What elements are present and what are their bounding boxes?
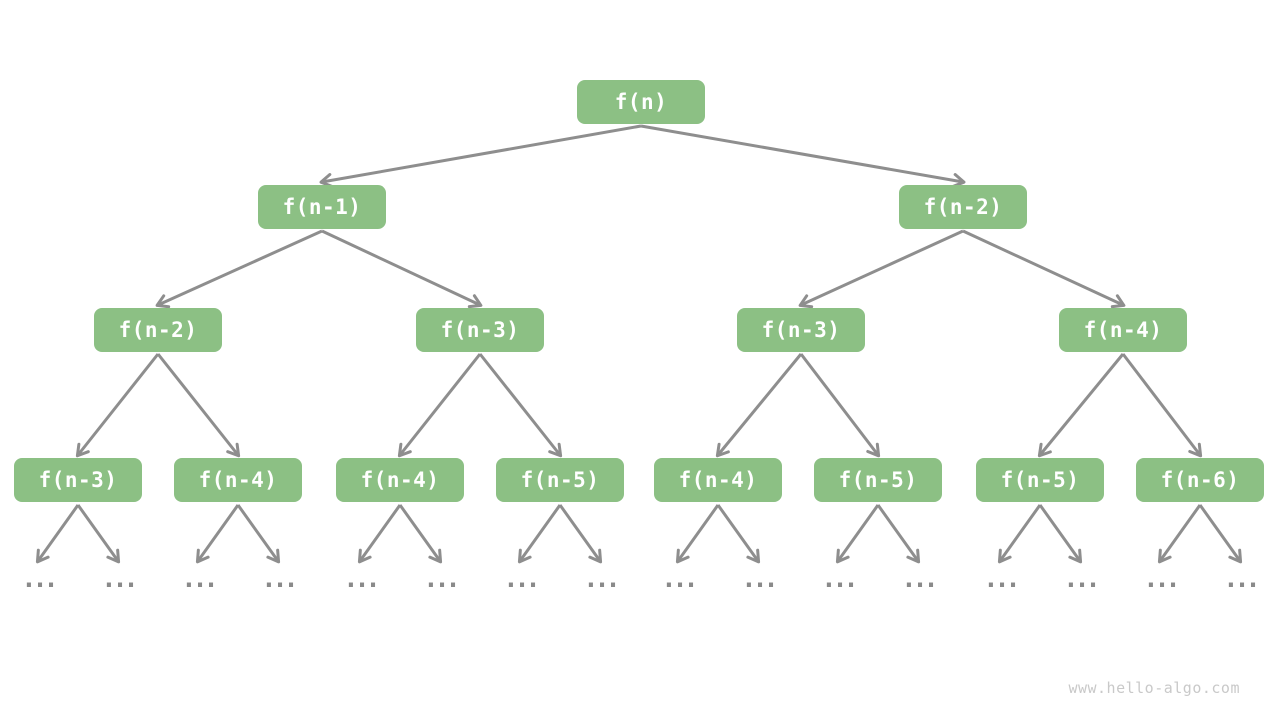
- tree-node-n4: f(n-3): [416, 308, 544, 352]
- tree-node-n5: f(n-3): [737, 308, 865, 352]
- tree-edge: [397, 353, 482, 458]
- tree-edge: [155, 229, 323, 309]
- tree-edge: [798, 229, 964, 309]
- tree-node-n3: f(n-2): [94, 308, 222, 352]
- tree-node-n2: f(n-2): [899, 185, 1027, 229]
- recursion-continues-ellipsis: ...: [1063, 564, 1100, 593]
- ellipsis-arrow: [1157, 504, 1202, 564]
- ellipsis-arrow: [558, 504, 603, 564]
- ellipsis-arrow: [1038, 504, 1083, 564]
- tree-node-n8: f(n-4): [174, 458, 302, 502]
- recursion-continues-ellipsis: ...: [901, 564, 938, 593]
- ellipsis-arrow: [35, 504, 80, 564]
- recursion-continues-ellipsis: ...: [503, 564, 540, 593]
- tree-edge: [715, 353, 803, 458]
- tree-node-n11: f(n-4): [654, 458, 782, 502]
- recursion-continues-ellipsis: ...: [983, 564, 1020, 593]
- watermark: www.hello-algo.com: [1068, 679, 1240, 697]
- ellipsis-arrow: [236, 504, 281, 564]
- tree-node-n13: f(n-5): [976, 458, 1104, 502]
- ellipsis-arrow: [398, 504, 443, 564]
- tree-node-n1: f(n-1): [258, 185, 386, 229]
- tree-edge: [321, 229, 483, 309]
- recursion-continues-ellipsis: ...: [583, 564, 620, 593]
- recursion-continues-ellipsis: ...: [261, 564, 298, 593]
- recursion-continues-ellipsis: ...: [21, 564, 58, 593]
- recursion-continues-ellipsis: ...: [741, 564, 778, 593]
- ellipsis-arrow: [675, 504, 720, 564]
- tree-edge: [1037, 353, 1125, 458]
- recursion-continues-ellipsis: ...: [423, 564, 460, 593]
- tree-edge: [962, 229, 1126, 309]
- recursion-continues-ellipsis: ...: [661, 564, 698, 593]
- recursion-continues-ellipsis: ...: [181, 564, 218, 593]
- recursion-continues-ellipsis: ...: [1143, 564, 1180, 593]
- tree-edge: [640, 124, 966, 188]
- ellipsis-arrow: [997, 504, 1042, 564]
- ellipsis-arrow: [876, 504, 921, 564]
- ellipsis-arrow: [195, 504, 240, 564]
- ellipsis-arrow: [357, 504, 402, 564]
- tree-edge: [1121, 353, 1203, 458]
- tree-node-n10: f(n-5): [496, 458, 624, 502]
- tree-edge: [156, 353, 241, 458]
- tree-edge: [799, 353, 881, 458]
- recursion-continues-ellipsis: ...: [821, 564, 858, 593]
- recursion-continues-ellipsis: ...: [1223, 564, 1260, 593]
- tree-edge: [75, 353, 160, 458]
- recursion-continues-ellipsis: ...: [343, 564, 380, 593]
- ellipsis-arrow: [835, 504, 880, 564]
- tree-node-n9: f(n-4): [336, 458, 464, 502]
- tree-node-n14: f(n-6): [1136, 458, 1264, 502]
- recursion-continues-ellipsis: ...: [101, 564, 138, 593]
- tree-edge: [319, 124, 642, 188]
- ellipsis-arrow: [716, 504, 761, 564]
- tree-node-n12: f(n-5): [814, 458, 942, 502]
- ellipsis-arrow: [517, 504, 562, 564]
- ellipsis-arrow: [76, 504, 121, 564]
- tree-node-n7: f(n-3): [14, 458, 142, 502]
- tree-node-n0: f(n): [577, 80, 705, 124]
- ellipsis-arrow: [1198, 504, 1243, 564]
- tree-node-n6: f(n-4): [1059, 308, 1187, 352]
- tree-edge: [478, 353, 563, 458]
